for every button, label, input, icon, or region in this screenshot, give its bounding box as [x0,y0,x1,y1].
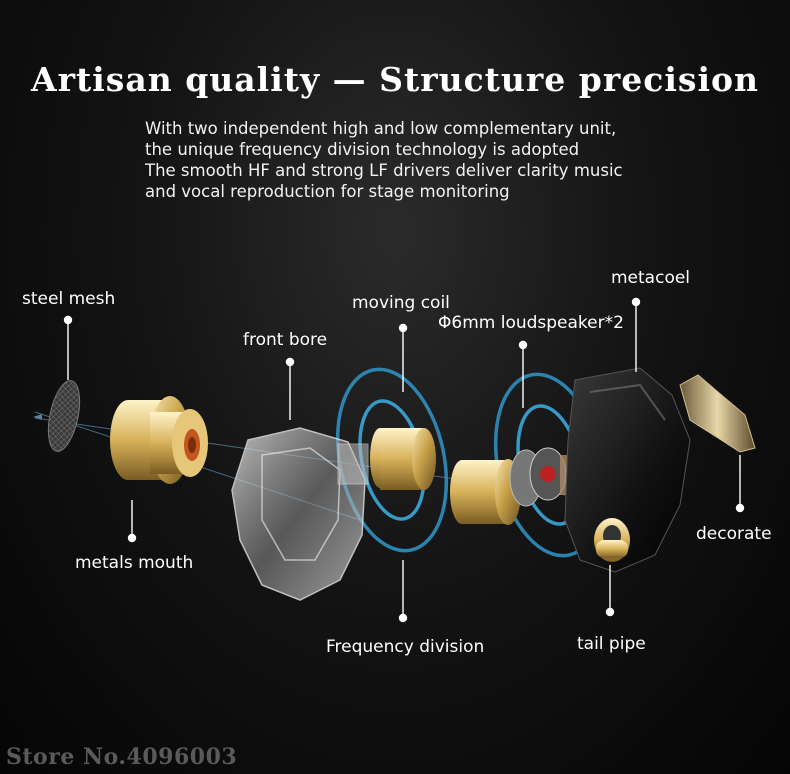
description-line: With two independent high and low comple… [145,119,617,138]
steel-mesh-part [47,380,81,452]
leader-lines [63,297,745,623]
decorate-part [679,374,756,453]
frequency-division-part [450,447,567,525]
description-line: The smooth HF and strong LF drivers deli… [145,161,623,180]
label-metacoel: metacoel [611,268,691,288]
store-number: Store No.4096003 [6,744,238,770]
label-front-bore: front bore [243,330,328,350]
label-decorate: decorate [696,524,772,544]
label-steel-mesh: steel mesh [22,289,116,309]
label-tail-pipe: tail pipe [577,634,646,654]
tail-pipe-part [594,518,630,562]
label-frequency-division: Frequency division [326,637,485,657]
label-metals-mouth: metals mouth [75,553,194,573]
description: With two independent high and low comple… [145,118,765,202]
metacoel-part [564,367,691,573]
description-line: the unique frequency division technology… [145,140,580,159]
label-moving-coil: moving coil [352,293,450,313]
label-loudspeaker: Φ6mm loudspeaker*2 [438,313,624,333]
metals-mouth-part [110,396,208,484]
page-title: Artisan quality — Structure precision [31,60,759,99]
front-bore-part [231,427,369,601]
description-line: and vocal reproduction for stage monitor… [145,182,510,201]
moving-coil-part [370,428,436,490]
